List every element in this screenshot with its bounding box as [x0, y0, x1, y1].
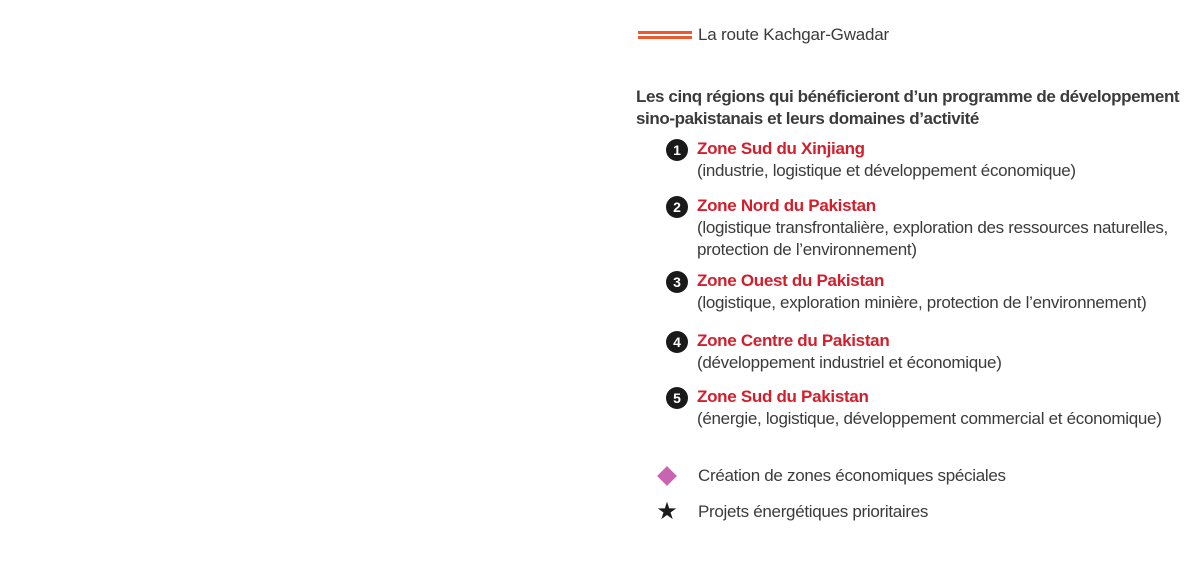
region-description: (logistique, exploration minière, protec…	[697, 293, 1147, 312]
number-badge-5: 5	[666, 387, 688, 409]
regions-title: Les cinq régions qui bénéficieront d’un …	[636, 87, 1180, 128]
region-description: (développement industriel et économique)	[697, 353, 1002, 372]
legend-special-zones: Création de zones économiques spéciales	[654, 463, 1006, 489]
number-badge-3: 3	[666, 271, 688, 293]
route-line-icon	[638, 30, 692, 40]
number-badge-1: 1	[666, 139, 688, 161]
region-description: (logistique transfrontalière, exploratio…	[697, 218, 1168, 259]
region-name: Zone Centre du Pakistan	[697, 331, 890, 350]
region-name: Zone Ouest du Pakistan	[697, 271, 885, 290]
region-name: Zone Nord du Pakistan	[697, 196, 876, 215]
number-badge-4: 4	[666, 331, 688, 353]
region-name: Zone Sud du Xinjiang	[697, 139, 865, 158]
legend-route: La route Kachgar-Gwadar	[638, 22, 889, 48]
star-icon: ★	[656, 498, 678, 525]
region-name: Zone Sud du Pakistan	[697, 387, 869, 406]
region-description: (industrie, logistique et développement …	[697, 161, 1076, 180]
energy-projects-label: Projets énergétiques prioritaires	[698, 502, 929, 521]
special-zones-label: Création de zones économiques spéciales	[698, 466, 1006, 485]
route-label: La route Kachgar-Gwadar	[698, 25, 890, 44]
number-badge-2: 2	[666, 196, 688, 218]
region-description: (énergie, logistique, développement comm…	[697, 409, 1162, 428]
diamond-icon	[654, 463, 680, 489]
legend-energy-projects: ★ Projets énergétiques prioritaires	[654, 499, 928, 525]
